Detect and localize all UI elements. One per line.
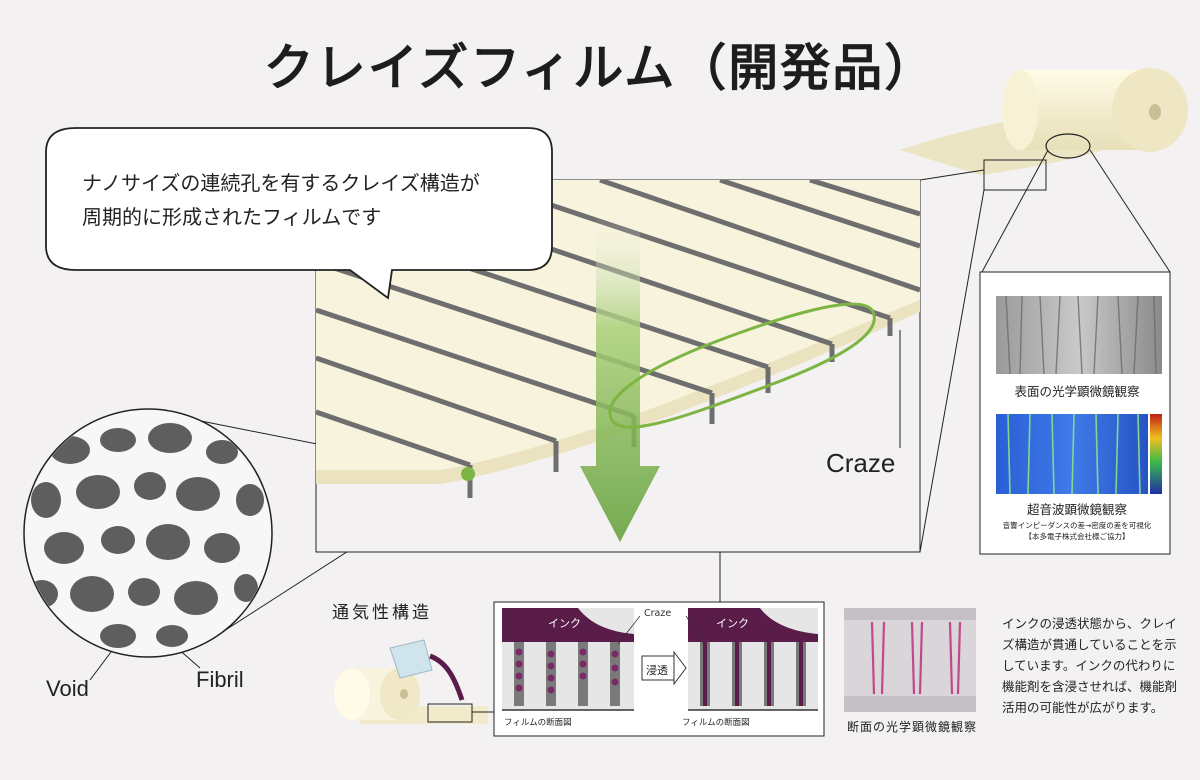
ultrasonic-note-line-1: 音響インピーダンスの差→密度の差を可視化 (1002, 521, 1152, 530)
section-observation-caption: 断面の光学顕微鏡観察 (846, 720, 977, 734)
breathable-roll-illustration (334, 639, 494, 724)
film-roll-illustration (900, 68, 1188, 175)
porous-structure-micrograph (23, 408, 273, 658)
craze-highlight (608, 302, 876, 429)
craze-small-label: Craze (644, 608, 672, 619)
surface-observation-caption: 表面の光学顕微鏡観察 (1014, 384, 1140, 399)
surface-micrograph (979, 271, 1171, 555)
description-line-4: 機能剤を含浸させれば、機能剤 (1002, 679, 1178, 694)
description-line-5: 活用の可能性が広がります。 (1002, 700, 1164, 715)
speech-bubble (45, 127, 553, 300)
ultrasonic-observation-caption: 超音波顕微鏡観察 (1026, 502, 1127, 517)
fibril-label: Fibril (196, 667, 244, 692)
description-line-1: インクの浸透状態から、クレイ (1002, 616, 1178, 631)
breathable-structure-label: 通気性構造 (332, 603, 432, 623)
bubble-text: ナノサイズの連続孔を有するクレイズ構造が 周期的に形成されたフィルムです (82, 166, 552, 234)
section-micrograph (844, 608, 976, 712)
page-title: クレイズフィルム（開発品） (263, 39, 937, 97)
description-text: インクの浸透状態から、クレイ ズ構造が貫通していることを示 しています。インクの… (1002, 613, 1187, 718)
bubble-line-1: ナノサイズの連続孔を有するクレイズ構造が (82, 171, 480, 195)
section-label-left: フィルムの断面図 (504, 718, 572, 728)
ultrasonic-note: 音響インピーダンスの差→密度の差を可視化 【本多電子株式会社様ご協力】 (986, 520, 1168, 542)
craze-label: Craze (826, 448, 896, 478)
description-line-2: ズ構造が貫通していることを示 (1002, 637, 1177, 652)
ink-label-right: インク (716, 617, 749, 630)
void-label: Void (46, 676, 89, 701)
penetration-arrow-label: 浸透 (646, 664, 668, 677)
ultrasonic-micrograph (996, 413, 1162, 495)
cross-section-panel (493, 601, 825, 737)
description-line-3: しています。インクの代わりに (1002, 658, 1176, 673)
ultrasonic-note-line-2: 【本多電子株式会社様ご協力】 (1024, 532, 1130, 541)
ink-label-left: インク (548, 617, 581, 630)
bubble-line-2: 周期的に形成されたフィルムです (82, 205, 382, 229)
penetration-arrow (580, 212, 660, 542)
section-label-right: フィルムの断面図 (682, 718, 750, 728)
void-marker (461, 467, 475, 481)
